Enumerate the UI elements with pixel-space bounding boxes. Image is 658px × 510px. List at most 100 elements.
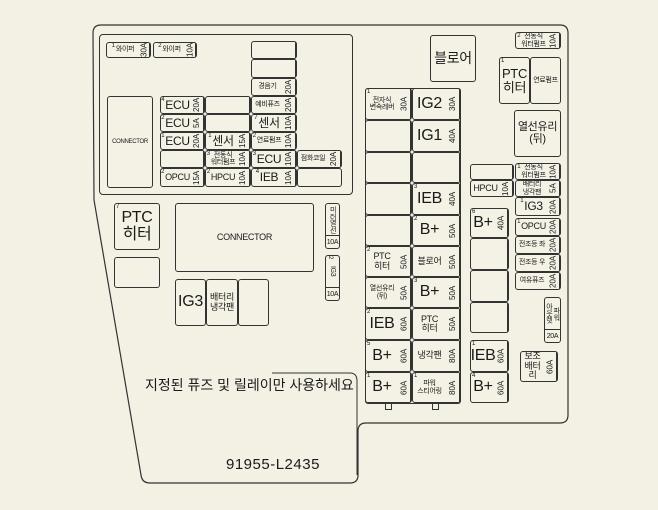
fuse-label-text: ECU	[165, 115, 190, 130]
fuse-label-text: 연료펌프	[256, 137, 282, 145]
fuse-label-text: 예비퓨즈	[255, 101, 280, 109]
fuse-label-text: 냉각팬	[417, 350, 442, 361]
fuse-label-text: HPCU	[210, 171, 236, 182]
fuse-label-text: B+	[473, 378, 493, 396]
fuse-label-text: PTC 히터	[420, 313, 439, 333]
fuse-rating: 10A	[499, 181, 513, 196]
fuse-label-text: B+	[372, 378, 392, 396]
fuse-label-text: 전동식 워터펌프	[210, 151, 236, 166]
fuse-rating: 50A	[446, 278, 460, 307]
fuse-rating: 50A	[446, 216, 460, 245]
fuse-label-text: 전자식 변속레버	[369, 96, 395, 111]
empty-fuse-slot	[365, 152, 412, 183]
fuse-label-text: 와이퍼	[115, 46, 135, 54]
fuse-number: 1	[414, 373, 418, 379]
fuse-rating: 15A	[190, 169, 204, 186]
fuse-number: 1	[517, 164, 521, 170]
fuse-rating	[495, 303, 508, 332]
empty-fuse-slot	[412, 152, 461, 183]
fuse-rating: 60A	[495, 373, 508, 402]
fuse-label: 전조등 우	[516, 255, 547, 271]
fuse-label	[252, 60, 282, 77]
fuse-rating: 5A	[190, 115, 204, 131]
fuse-label	[252, 42, 282, 58]
empty-fuse-slot	[470, 270, 509, 302]
fuse-label	[471, 165, 499, 179]
fuse-rating: 40A	[495, 209, 508, 237]
fuse-label: 열선유리 (뒤)	[515, 111, 560, 156]
fuse-rating: 20A	[547, 255, 560, 271]
fuse-label-text: 전조등 우	[518, 259, 546, 267]
fuse-label-text: IG3	[524, 199, 543, 214]
empty-fuse-slot	[251, 59, 297, 78]
fuse-label-text: 전동식 워터펌프	[521, 33, 546, 48]
fuse-label: B+3	[413, 278, 446, 307]
fuse-label-text: B+	[473, 213, 493, 231]
fuse-rating: 20A	[190, 97, 204, 113]
fuse-rating: 15A	[236, 133, 250, 149]
fuse-number: 4	[255, 169, 259, 175]
empty-fuse-slot	[297, 168, 342, 187]
fuse-number: 7	[254, 115, 258, 121]
fuse-label: HPCU	[471, 181, 499, 196]
fuse-number: 5	[367, 341, 371, 347]
fuse-rating: 20A	[547, 237, 560, 253]
fuse-rating: 10A	[282, 151, 296, 167]
fuse-rating: 10A	[326, 287, 339, 300]
fuse-rating: 10A	[185, 43, 196, 57]
fuse-label-text: 파워 스티어링	[417, 380, 442, 395]
fuse-rating: 10A	[282, 169, 296, 186]
fuse-number: 1	[520, 198, 524, 204]
fuse-label: IG3	[176, 280, 205, 325]
fuse-number: 3	[414, 278, 418, 284]
fuse-rating	[398, 121, 411, 151]
fuse-label-text: 전조등 좌	[518, 241, 546, 249]
fuse-label	[366, 216, 398, 245]
fuse-label: B+1	[366, 373, 398, 402]
empty-fuse-slot	[205, 114, 251, 132]
fuse-ig3-small: IG3 2 10A	[325, 255, 340, 301]
fuse-reardefog-relay: 열선유리 (뒤)	[514, 110, 561, 157]
fuse-label-text: ECU	[256, 151, 282, 166]
fuse-label	[366, 184, 398, 214]
fuse-label: 경음기	[252, 79, 282, 95]
fuse-number: 1	[367, 373, 371, 379]
fuse-label-text: 배터리 냉각팬	[522, 181, 542, 196]
empty-fuse-slot	[114, 257, 160, 288]
fuse-rating: 10A	[326, 235, 339, 248]
fuse-rating: 10A	[236, 169, 250, 186]
fuse-rating: 10A	[282, 115, 296, 131]
fuse-rating: 20A	[547, 198, 560, 215]
fuse-label: 배터리 냉각팬	[516, 181, 547, 196]
fuse-rating: 20A	[282, 97, 296, 113]
fuse-number: 2	[161, 115, 165, 121]
fuse-label-text: IG3	[329, 266, 337, 277]
fuse-label-text: B+	[419, 283, 440, 301]
fuse-number: 2	[158, 43, 162, 49]
fuse-rating: 30A	[446, 89, 460, 119]
fuse-label: 배터리 냉각팬	[207, 280, 237, 325]
fuse-number: 2	[327, 256, 333, 260]
